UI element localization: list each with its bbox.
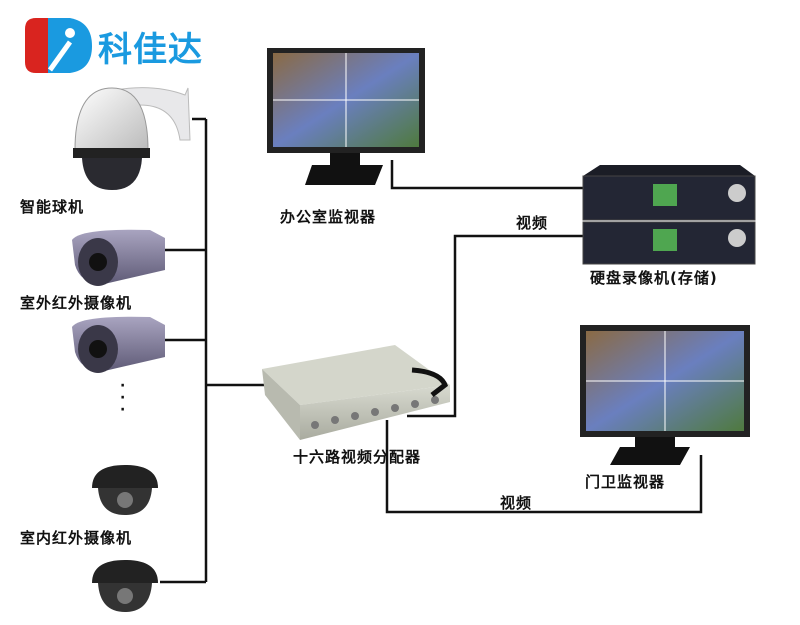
camera-label-outdoor: 室外红外摄像机: [20, 294, 133, 312]
gate-monitor-icon: [580, 325, 750, 465]
indoor-dome-camera-icon: [92, 560, 158, 612]
bullet-camera-icon: [72, 229, 165, 286]
wires: [160, 117, 703, 584]
gate-link-label: 视频: [500, 494, 533, 512]
dvr-link-label: 视频: [516, 214, 549, 232]
indoor-dome-camera-icon: [92, 465, 158, 515]
brand-logo: [25, 18, 92, 73]
bullet-camera-icon: [72, 316, 165, 373]
camera-label-ptz: 智能球机: [20, 198, 85, 216]
office-monitor-icon: [267, 48, 425, 185]
ptz-dome-camera-icon: [73, 87, 191, 190]
gate-monitor-label: 门卫监视器: [585, 473, 666, 491]
dvr-video-line: [407, 234, 585, 418]
gate-video-line: [385, 420, 703, 514]
splitter-label: 十六路视频分配器: [293, 448, 422, 466]
more-cameras-ellipsis: · · ·: [120, 378, 127, 418]
video-splitter-icon: [262, 345, 450, 440]
dvr-label: 硬盘录像机(存储): [590, 269, 718, 287]
camera-label-indoor: 室内红外摄像机: [20, 529, 133, 547]
brand-name: 科佳达: [98, 30, 203, 70]
dvr-icon: [582, 165, 756, 265]
office-monitor-label: 办公室监视器: [280, 208, 377, 226]
office-monitor-line: [390, 160, 585, 190]
